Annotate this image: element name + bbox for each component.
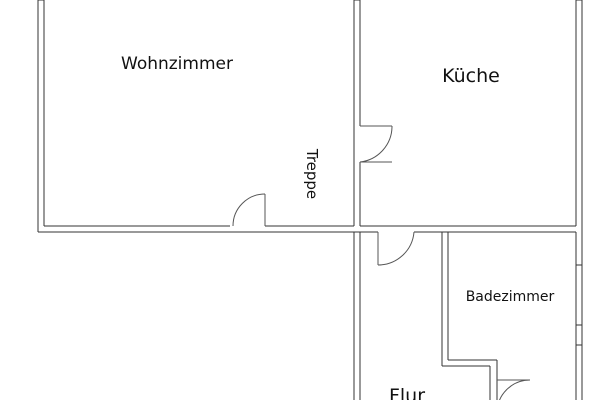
- room-label-kueche: Küche: [442, 65, 500, 87]
- wall-ticks: [576, 264, 582, 346]
- door-flur: [377, 231, 415, 266]
- room-label-treppe: Treppe: [303, 148, 321, 199]
- door-wohnzimmer: [232, 193, 266, 227]
- door-kueche: [359, 125, 393, 163]
- room-label-wohnzimmer: Wohnzimmer: [121, 54, 233, 74]
- room-label-badezimmer: Badezimmer: [466, 289, 555, 305]
- door-badezimmer: [497, 379, 531, 400]
- walls: [37, 0, 583, 400]
- room-label-flur: Flur: [389, 385, 425, 400]
